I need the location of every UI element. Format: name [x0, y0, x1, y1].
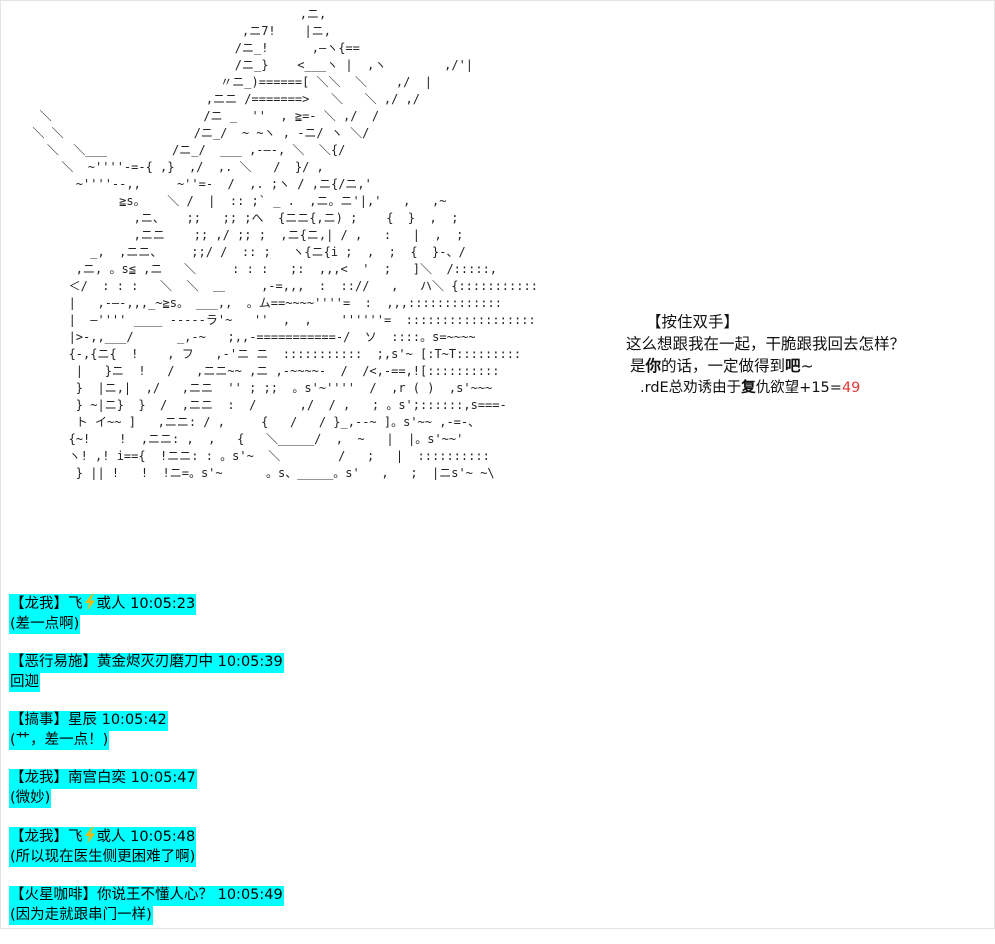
chat-user-suffix: 或人 [96, 596, 126, 612]
chat-header: 【龙我】飞或人 10:05:48 [9, 827, 197, 848]
chat-tag: 【龙我】 [10, 596, 68, 612]
chat-message: 【火星咖啡】你说王不懂人心？ 10:05:49 (因为走就跟串门一样) [9, 886, 409, 925]
chat-time: 10:05:42 [101, 712, 167, 728]
chat-time: 10:05:23 [130, 596, 196, 612]
chat-header: 【龙我】南宫白奕 10:05:47 [9, 769, 197, 789]
dialogue-block: 【按住双手】 这么想跟我在一起，干脆跟我回去怎样？ 是你的话，一定做得到吧~ .… [626, 311, 986, 399]
chat-text: (差一点啊) [9, 614, 81, 634]
chat-text: (因为走就跟串门一样) [9, 905, 153, 925]
ascii-art: ,ニ, ,ニ7! |ニ, /ニ_! ,―ヽ{== /ニ_} <___ヽ | ,ヽ… [18, 6, 688, 581]
chat-time: 10:05:47 [130, 770, 196, 786]
stat-bold: 复 [741, 380, 756, 396]
chat-message: 【搞事】星辰 10:05:42 (艹，差一点！) [9, 711, 409, 750]
stat-value: 49 [841, 380, 861, 396]
chat-user: 你说王不懂人心？ [97, 887, 213, 903]
chat-user-suffix: 或人 [96, 829, 126, 845]
dialogue-line-2-bold: 你 [645, 357, 662, 375]
dialogue-line-2-suffix: ~ [800, 357, 814, 375]
chat-text: (艹，差一点！) [9, 730, 110, 750]
stat-mid: 仇欲望+15= [755, 380, 842, 396]
chat-tag: 【火星咖啡】 [10, 887, 97, 903]
chat-log: 【龙我】飞或人 10:05:23 (差一点啊) 【恶行易施】黄金烬灭刃磨刀中 1… [9, 594, 409, 944]
chat-user: 星辰 [68, 712, 97, 728]
dialogue-label: 【按住双手】 [646, 313, 740, 331]
chat-message: 【龙我】飞或人 10:05:48 (所以现在医生侧更困难了啊) [9, 827, 409, 867]
dialogue-line-2: 是你的话，一定做得到吧~ [626, 355, 986, 377]
chat-header: 【搞事】星辰 10:05:42 [9, 711, 168, 731]
chat-header: 【火星咖啡】你说王不懂人心？ 10:05:49 [9, 886, 284, 906]
chat-header: 【龙我】飞或人 10:05:23 [9, 594, 197, 615]
chat-text: (所以现在医生侧更困难了啊) [9, 847, 197, 867]
chat-user: 飞 [68, 829, 83, 845]
chat-time: 10:05:48 [130, 829, 196, 845]
lightning-bolt-icon [84, 827, 95, 844]
chat-user: 南宫白奕 [68, 770, 126, 786]
chat-message: 【龙我】飞或人 10:05:23 (差一点啊) [9, 594, 409, 634]
chat-user: 黄金烬灭刃磨刀中 [97, 654, 213, 670]
chat-tag: 【恶行易施】 [10, 654, 97, 670]
chat-user: 飞 [68, 596, 83, 612]
dialogue-line-1: 这么想跟我在一起，干脆跟我回去怎样？ [626, 335, 906, 353]
chat-message: 【恶行易施】黄金烬灭刃磨刀中 10:05:39 回迦 [9, 653, 409, 692]
chat-tag: 【搞事】 [10, 712, 68, 728]
stat-prefix: .rdE总劝诱由于 [640, 380, 742, 396]
dialogue-line-2-bold2: 吧 [785, 357, 801, 375]
chat-time: 10:05:39 [217, 654, 283, 670]
chat-tag: 【龙我】 [10, 829, 68, 845]
chat-tag: 【龙我】 [10, 770, 68, 786]
dialogue-line-2-prefix: 是 [630, 357, 646, 375]
chat-time: 10:05:49 [217, 887, 283, 903]
chat-text: 回迦 [9, 672, 40, 692]
chat-text: (微妙) [9, 788, 52, 808]
ascii-art-text: ,ニ, ,ニ7! |ニ, /ニ_! ,―ヽ{== /ニ_} <___ヽ | ,ヽ… [32, 7, 538, 480]
stat-line: .rdE总劝诱由于复仇欲望+15=49 [626, 377, 986, 399]
lightning-bolt-icon [84, 594, 95, 611]
chat-message: 【龙我】南宫白奕 10:05:47 (微妙) [9, 769, 409, 808]
dialogue-line-2-mid: 的话，一定做得到 [661, 357, 786, 375]
chat-header: 【恶行易施】黄金烬灭刃磨刀中 10:05:39 [9, 653, 284, 673]
